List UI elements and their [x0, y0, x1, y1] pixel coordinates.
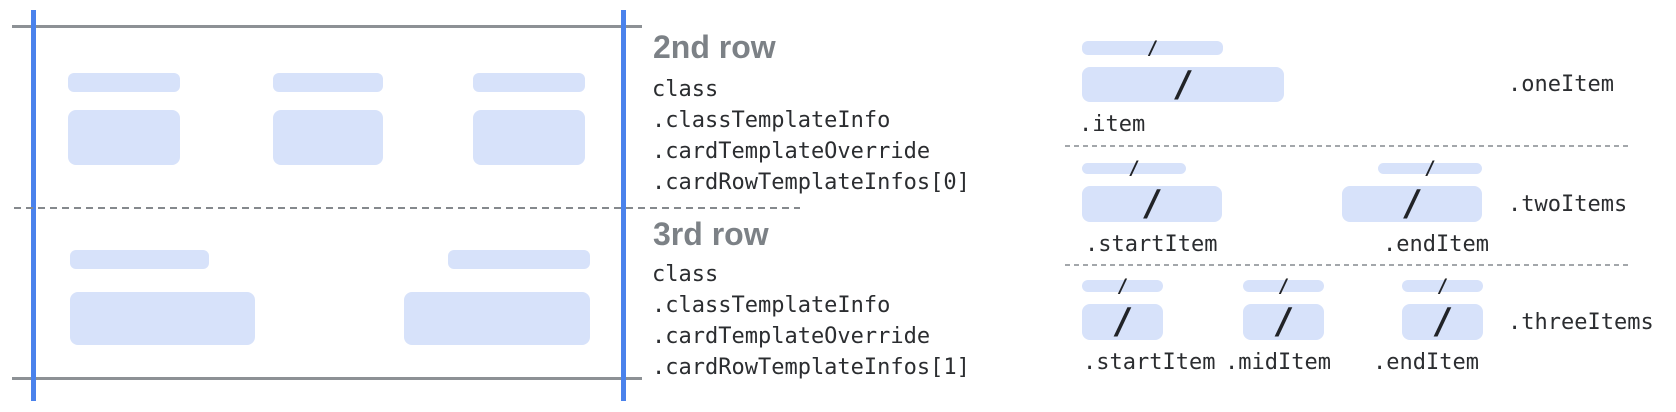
card-field-box [404, 292, 590, 345]
start-item-field-label: .startItem [1085, 232, 1218, 257]
class-path-line: class [652, 262, 719, 287]
item-label-bar: / [1402, 276, 1483, 295]
item-label-bar: / [1243, 276, 1324, 295]
right-margin-guide-line [621, 10, 626, 401]
card-label-bar [68, 73, 180, 92]
card-field-box [273, 110, 383, 165]
one-item-layout-label: .oneItem [1508, 72, 1614, 97]
slash-icon: / [1436, 274, 1449, 297]
item-value-bar: / [1402, 304, 1483, 340]
second-row-heading: 2nd row [653, 29, 776, 65]
start-item-field-label: .startItem [1083, 350, 1216, 375]
three-items-layout-label: .threeItems [1508, 310, 1654, 335]
third-row-heading: 3rd row [653, 216, 769, 252]
class-path-line: class [652, 77, 719, 102]
end-item-field-label: .endItem [1383, 232, 1489, 257]
left-margin-guide-line [31, 10, 36, 401]
card-bottom-edge-line [12, 377, 642, 380]
slash-icon: / [1141, 183, 1163, 224]
item-label-bar: / [1082, 36, 1223, 59]
layout-separator-dashed-line [1065, 145, 1630, 147]
class-path-line: .cardTemplateOverride [652, 139, 931, 164]
slash-icon: / [1424, 157, 1436, 179]
two-items-layout-label: .twoItems [1508, 192, 1628, 217]
item-label-bar: / [1378, 159, 1482, 178]
item-value-bar: / [1082, 186, 1222, 222]
item-value-bar: / [1243, 304, 1324, 340]
card-field-box [68, 110, 180, 165]
row-divider-dashed-line [14, 207, 800, 209]
class-path-line: .classTemplateInfo [652, 293, 891, 318]
third-row-class-path: class .classTemplateInfo .cardTemplateOv… [652, 259, 970, 383]
card-top-edge-line [12, 25, 642, 28]
class-path-line: .cardRowTemplateInfos[0] [652, 170, 970, 195]
end-item-field-label: .endItem [1373, 350, 1479, 375]
card-label-bar [448, 250, 590, 269]
slash-icon: / [1146, 36, 1159, 59]
mid-item-field-label: .midItem [1225, 350, 1331, 375]
card-label-bar [70, 250, 209, 269]
item-value-bar: / [1082, 304, 1163, 340]
slash-icon: / [1172, 63, 1194, 105]
class-path-line: .cardRowTemplateInfos[1] [652, 355, 970, 380]
card-field-box [70, 292, 255, 345]
class-path-line: .cardTemplateOverride [652, 324, 931, 349]
slash-icon: / [1128, 157, 1140, 179]
slash-icon: / [1277, 274, 1290, 297]
item-field-label: .item [1079, 112, 1146, 137]
item-value-bar: / [1082, 63, 1284, 105]
slash-icon: / [1431, 301, 1454, 342]
class-path-line: .classTemplateInfo [652, 108, 891, 133]
slash-icon: / [1116, 274, 1129, 297]
card-label-bar [473, 73, 585, 92]
card-label-bar [273, 73, 383, 92]
slash-icon: / [1111, 301, 1134, 342]
item-label-bar: / [1082, 276, 1163, 295]
card-field-box [473, 110, 585, 165]
slash-icon: / [1401, 183, 1423, 224]
layout-separator-dashed-line [1065, 264, 1630, 266]
item-label-bar: / [1082, 159, 1186, 178]
second-row-class-path: class .classTemplateInfo .cardTemplateOv… [652, 74, 970, 198]
item-value-bar: / [1342, 186, 1482, 222]
slash-icon: / [1272, 301, 1295, 342]
